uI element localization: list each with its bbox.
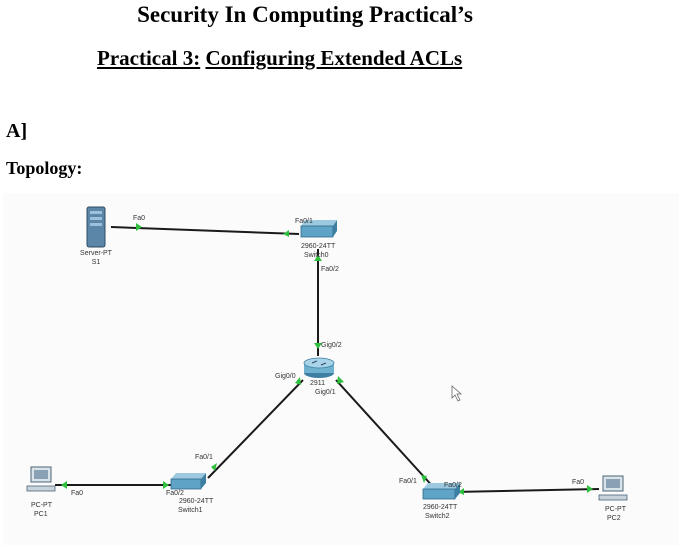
router-model-label: 2911 bbox=[310, 380, 325, 387]
switch2-icon[interactable] bbox=[422, 483, 460, 500]
practical-name: Configuring Extended ACLs bbox=[205, 46, 463, 70]
status-sw2-fa01 bbox=[421, 475, 427, 483]
topology-diagram: Server-PT S1 Fa0 Fa0/1 2960-24TT Switch0… bbox=[3, 193, 679, 545]
pc2-icon[interactable] bbox=[598, 475, 628, 501]
switch0-model-label: 2960-24TT bbox=[301, 243, 336, 250]
switch1-icon[interactable] bbox=[170, 473, 206, 490]
server-name-label: S1 bbox=[92, 259, 101, 266]
status-sw1-fa02 bbox=[163, 481, 169, 489]
status-sw0-fa02 bbox=[314, 255, 322, 261]
status-r-gig01 bbox=[337, 376, 344, 384]
port-sw0-fa01: Fa0/1 bbox=[295, 218, 313, 225]
practical-number: Practical 3: bbox=[97, 46, 201, 70]
mouse-cursor-icon bbox=[451, 385, 463, 402]
topology-canvas: Server-PT S1 Fa0 Fa0/1 2960-24TT Switch0… bbox=[26, 206, 628, 522]
server-icon[interactable] bbox=[86, 206, 106, 248]
status-pc2-fa0 bbox=[587, 485, 593, 493]
server-type-label: Server-PT bbox=[80, 250, 113, 257]
switch0-icon[interactable] bbox=[300, 220, 337, 238]
status-r-gig02 bbox=[314, 343, 322, 349]
section-label: A] bbox=[6, 120, 28, 142]
port-sw1-fa01: Fa0/1 bbox=[195, 454, 213, 461]
status-server-fa0 bbox=[136, 223, 142, 231]
switch2-model-label: 2960-24TT bbox=[423, 504, 458, 511]
document-title: Security In Computing Practical’s bbox=[137, 2, 473, 27]
pc2-type-label: PC-PT bbox=[605, 506, 627, 513]
port-r-gig01: Gig0/1 bbox=[315, 389, 336, 396]
port-server-fa0: Fa0 bbox=[133, 215, 145, 222]
switch0-name-label: Switch0 bbox=[304, 252, 329, 259]
link-switch2-pc2 bbox=[452, 488, 600, 493]
switch1-model-label: 2960-24TT bbox=[179, 498, 214, 505]
pc1-icon[interactable] bbox=[26, 466, 56, 492]
port-sw2-fa02: Fa0/2 bbox=[444, 482, 462, 489]
port-r-gig02: Gig0/2 bbox=[321, 342, 342, 349]
links bbox=[55, 226, 600, 493]
port-sw0-fa02: Fa0/2 bbox=[321, 266, 339, 273]
status-sw0-fa01 bbox=[283, 230, 289, 237]
link-status-markers bbox=[61, 223, 593, 495]
link-router-switch2 bbox=[335, 379, 437, 491]
status-pc1-fa0 bbox=[61, 481, 67, 489]
topology-heading: Topology: bbox=[6, 158, 83, 178]
link-router-switch1 bbox=[207, 379, 304, 479]
status-r-gig00 bbox=[295, 377, 301, 385]
status-sw1-fa01 bbox=[211, 463, 217, 471]
link-server-switch0 bbox=[110, 226, 300, 235]
switch1-name-label: Switch1 bbox=[178, 507, 203, 514]
pc2-name-label: PC2 bbox=[607, 515, 621, 522]
router-icon[interactable] bbox=[303, 357, 335, 378]
practical-subtitle: Practical 3: Configuring Extended ACLs bbox=[97, 46, 462, 71]
status-sw2-fa02 bbox=[458, 488, 464, 495]
port-r-gig00: Gig0/0 bbox=[275, 373, 296, 380]
pc1-type-label: PC-PT bbox=[31, 502, 53, 509]
port-pc2-fa0: Fa0 bbox=[572, 479, 584, 486]
port-pc1-fa0: Fa0 bbox=[71, 490, 83, 497]
switch2-name-label: Switch2 bbox=[425, 513, 450, 520]
port-sw2-fa01: Fa0/1 bbox=[399, 478, 417, 485]
pc1-name-label: PC1 bbox=[34, 511, 48, 518]
port-sw1-fa02: Fa0/2 bbox=[166, 490, 184, 497]
